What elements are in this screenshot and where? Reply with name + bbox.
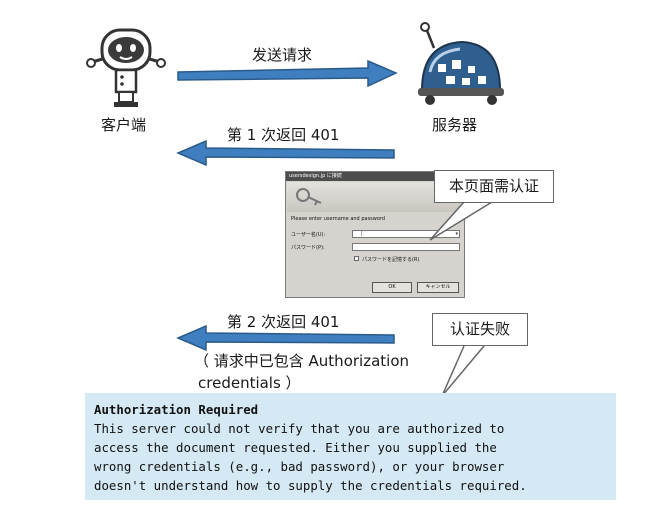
dialog-prompt: Please enter username and password	[291, 216, 386, 222]
client-robot-icon	[86, 28, 166, 107]
first-401-arrow	[176, 139, 395, 167]
server-label: 服务器	[432, 116, 478, 134]
password-field[interactable]	[352, 243, 460, 251]
auth-failed-callout: 认证失败	[432, 313, 528, 346]
chevron-down-icon: ▾	[455, 231, 458, 237]
dialog-banner	[287, 182, 463, 212]
auth-required-text: 本页面需认证	[448, 177, 539, 195]
second-401-label: 第 2 次返回 401	[227, 313, 340, 331]
request-arrow	[177, 59, 398, 88]
ok-button[interactable]: OK	[372, 282, 412, 293]
username-label: ユーザー名(U):	[291, 232, 326, 238]
dialog-title: usersdesign.jp に接続	[286, 172, 464, 181]
request-label: 发送请求	[252, 46, 313, 64]
error-message-box: Authorization Required This server could…	[85, 393, 616, 500]
error-line: This server could not verify that you ar…	[94, 421, 505, 436]
error-line: doesn't understand how to supply the cre…	[94, 478, 527, 493]
error-heading: Authorization Required	[94, 402, 259, 417]
error-line: wrong credentials (e.g., bad password), …	[94, 459, 505, 474]
auth-failed-callout-tail	[441, 345, 485, 397]
username-field[interactable]: | ▾	[352, 230, 460, 238]
remember-label: パスワードを記憶する(R)	[362, 257, 420, 263]
cancel-button[interactable]: キャンセル	[417, 282, 459, 293]
remember-checkbox[interactable]	[354, 256, 359, 261]
auth-required-callout: 本页面需认证	[434, 170, 554, 203]
username-field-value: |	[361, 231, 363, 237]
auth-required-callout-tail	[429, 201, 493, 241]
key-icon	[296, 188, 322, 206]
error-line: access the document requested. Either yo…	[94, 440, 497, 455]
auth-failed-text: 认证失败	[449, 320, 510, 338]
second-401-arrow	[176, 324, 395, 352]
credentials-note-line-2: credentials ）	[198, 374, 301, 392]
credentials-note-line-1: （ 请求中已包含 Authorization	[194, 352, 410, 370]
client-label: 客户端	[101, 116, 147, 134]
first-401-label: 第 1 次返回 401	[227, 126, 340, 144]
server-dome-icon	[418, 22, 504, 105]
password-label: パスワード(P):	[291, 245, 325, 251]
